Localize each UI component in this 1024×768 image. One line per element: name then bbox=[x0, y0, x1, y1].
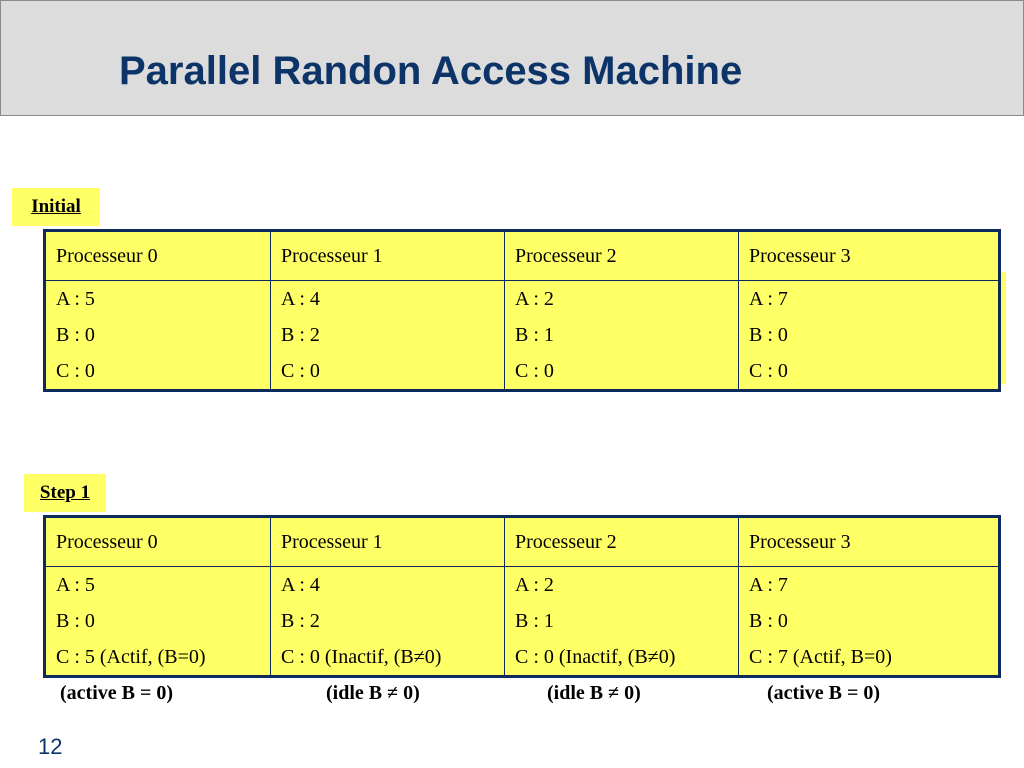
value-a: A : 4 bbox=[281, 574, 320, 596]
value-c: C : 0 (Inactif, (B≠0) bbox=[281, 646, 442, 668]
value-a: A : 7 bbox=[749, 574, 788, 596]
table-row: A : 5 B : 0 C : 0 A : 4 B : 2 C : 0 A : … bbox=[44, 280, 1000, 391]
value-b: B : 1 bbox=[515, 324, 554, 346]
cell-processeur-2: A : 2 B : 1 C : 0 (Inactif, (B≠0) bbox=[504, 566, 739, 677]
cell-processeur-3: A : 7 B : 0 C : 0 bbox=[739, 281, 1000, 391]
cell-processeur-3: A : 7 B : 0 C : 7 (Actif, B=0) bbox=[739, 567, 1000, 677]
value-c: C : 7 (Actif, B=0) bbox=[749, 646, 892, 668]
note-processeur-1: (idle B ≠ 0) bbox=[326, 682, 420, 704]
value-b: B : 0 bbox=[749, 610, 788, 632]
value-a: A : 5 bbox=[56, 288, 95, 310]
value-b: B : 0 bbox=[749, 324, 788, 346]
table-row: A : 5 B : 0 C : 5 (Actif, (B=0) A : 4 B … bbox=[44, 566, 1000, 677]
note-processeur-2: (idle B ≠ 0) bbox=[547, 682, 641, 704]
value-a: A : 2 bbox=[515, 288, 554, 310]
cell-processeur-1: A : 4 B : 2 C : 0 bbox=[270, 280, 505, 391]
title-bar: Parallel Randon Access Machine bbox=[0, 0, 1024, 116]
header-processeur-1: Processeur 1 bbox=[270, 230, 505, 281]
cell-processeur-2: A : 2 B : 1 C : 0 bbox=[504, 280, 739, 391]
cell-processeur-0: A : 5 B : 0 C : 0 bbox=[44, 280, 271, 391]
header-processeur-2: Processeur 2 bbox=[504, 516, 739, 567]
value-a: A : 2 bbox=[515, 574, 554, 596]
header-processeur-0: Processeur 0 bbox=[44, 516, 271, 567]
note-processeur-0: (active B = 0) bbox=[60, 682, 174, 704]
status-notes: (active B = 0) (idle B ≠ 0) (idle B ≠ 0)… bbox=[0, 680, 1024, 710]
value-c: C : 0 bbox=[515, 360, 554, 382]
table-header-row: Processeur 0 Processeur 1 Processeur 2 P… bbox=[44, 516, 1000, 567]
value-b: B : 0 bbox=[56, 610, 95, 632]
value-c: C : 5 (Actif, (B=0) bbox=[56, 646, 206, 668]
value-a: A : 7 bbox=[749, 288, 788, 310]
page-number: 12 bbox=[38, 734, 63, 759]
value-c: C : 0 bbox=[281, 360, 320, 382]
value-a: A : 5 bbox=[56, 574, 95, 596]
header-processeur-1: Processeur 1 bbox=[270, 516, 505, 567]
step1-label: Step 1 bbox=[24, 474, 106, 512]
initial-table: Processeur 0 Processeur 1 Processeur 2 P… bbox=[43, 229, 1001, 392]
value-a: A : 4 bbox=[281, 288, 320, 310]
initial-label: Initial bbox=[12, 188, 100, 226]
value-b: B : 2 bbox=[281, 324, 320, 346]
header-processeur-2: Processeur 2 bbox=[504, 230, 739, 281]
slide-title: Parallel Randon Access Machine bbox=[119, 49, 743, 93]
cell-processeur-0: A : 5 B : 0 C : 5 (Actif, (B=0) bbox=[44, 566, 271, 677]
value-b: B : 2 bbox=[281, 610, 320, 632]
value-b: B : 0 bbox=[56, 324, 95, 346]
value-c: C : 0 (Inactif, (B≠0) bbox=[515, 646, 676, 668]
header-processeur-3: Processeur 3 bbox=[738, 516, 1000, 567]
step1-table: Processeur 0 Processeur 1 Processeur 2 P… bbox=[43, 515, 1001, 678]
value-b: B : 1 bbox=[515, 610, 554, 632]
header-processeur-3: Processeur 3 bbox=[738, 230, 1000, 281]
header-processeur-0: Processeur 0 bbox=[44, 230, 271, 281]
table-header-row: Processeur 0 Processeur 1 Processeur 2 P… bbox=[44, 230, 1000, 281]
value-c: C : 0 bbox=[56, 360, 95, 382]
cell-processeur-1: A : 4 B : 2 C : 0 (Inactif, (B≠0) bbox=[270, 566, 505, 677]
note-processeur-3: (active B = 0) bbox=[767, 682, 881, 704]
value-c: C : 0 bbox=[749, 360, 788, 382]
